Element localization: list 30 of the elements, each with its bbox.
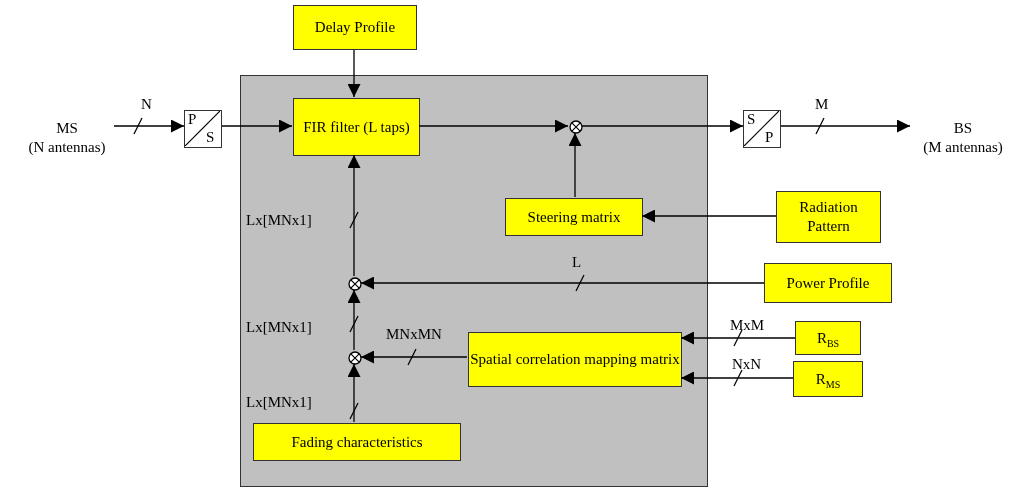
process-box: Radiation Pattern (776, 191, 881, 243)
edge-label: MNxMN (386, 327, 442, 342)
edge-label: L (572, 255, 582, 270)
edge-label: MxM (730, 318, 765, 333)
edge-label: N (141, 97, 152, 112)
converter-letter: P (188, 112, 197, 127)
edge-label: M (815, 97, 829, 112)
process-box: Fading characteristics (253, 423, 461, 461)
process-box: FIR filter (L taps) (293, 98, 420, 156)
converter-letter: P (765, 130, 774, 145)
converter-box (743, 110, 781, 148)
multiplier-circle (348, 351, 362, 365)
edge-label: Lx[MNx1] (246, 320, 312, 335)
process-box: Delay Profile (293, 5, 417, 50)
process-box: R$_{MS}$ (793, 361, 863, 397)
channel-model-panel (240, 75, 708, 487)
converter-letter: S (206, 130, 215, 145)
label-text: MS (N antennas) (28, 119, 106, 157)
process-box: Power Profile (764, 263, 892, 303)
edge-label: Lx[MNx1] (246, 395, 312, 410)
converter-box (184, 110, 222, 148)
multiplier-circle (569, 120, 583, 134)
label-text: BS (M antennas) (923, 119, 1003, 157)
process-box: R$_{BS}$ (795, 321, 861, 355)
edge-label: NxN (732, 357, 762, 372)
process-box: Spatial correlation mapping matrix (468, 332, 682, 387)
edge-label: Lx[MNx1] (246, 213, 312, 228)
process-box: Steering matrix (505, 198, 643, 236)
converter-letter: S (747, 112, 756, 127)
multiplier-circle (348, 277, 362, 291)
